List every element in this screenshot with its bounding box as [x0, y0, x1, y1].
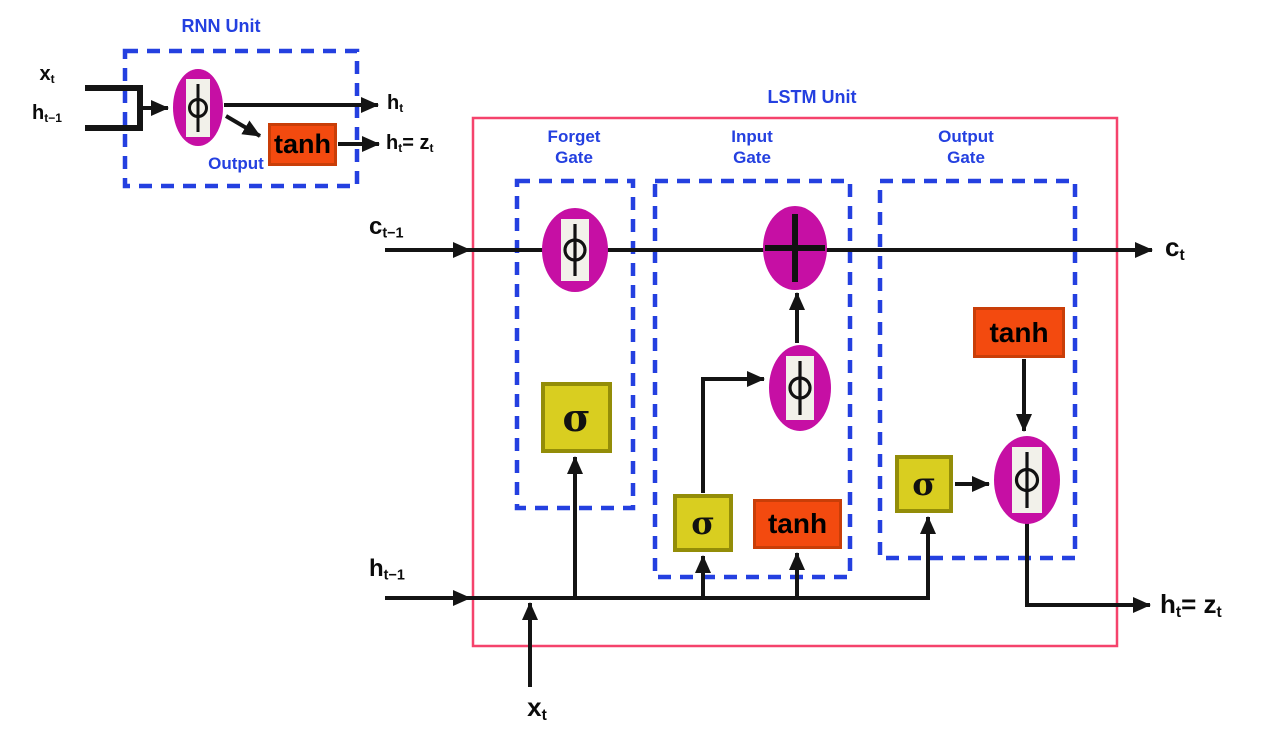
phi-icon: [561, 219, 589, 281]
output-phi-node: [994, 436, 1060, 524]
h-line: [466, 516, 936, 600]
h-output-arrow: [1025, 522, 1151, 613]
rnn-unit-title: RNN Unit: [181, 16, 261, 36]
forget-gate-label: Forget Gate: [547, 127, 601, 168]
phi-icon: [186, 78, 210, 137]
input-phi-node: [769, 345, 831, 431]
h-prev-label: ht−1: [369, 555, 405, 584]
rnn-h-prev-label: ht−1: [32, 102, 62, 125]
tanh-label: tanh: [274, 129, 331, 159]
rnn-unit-dashed-box: [122, 48, 360, 189]
rnn-tanh-node: tanh: [268, 123, 337, 166]
c-prev-label: ct−1: [369, 213, 404, 242]
sigma-label: σ: [912, 465, 936, 503]
rnn-hz-output-label: ht= zt: [386, 132, 434, 155]
input-sigma-to-phi-elbow: [701, 371, 765, 493]
rnn-x-input-label: xt: [39, 63, 55, 86]
rnn-phi-to-tanh-arrow: [224, 114, 262, 138]
output-sigma-node: σ: [895, 455, 953, 513]
rnn-phi-node: [173, 69, 223, 146]
add-node: [763, 206, 827, 290]
input-sigma-node: σ: [673, 494, 733, 552]
phi-icon: [786, 356, 814, 420]
tanh-label: tanh: [989, 316, 1049, 348]
lstm-unit-title: LSTM Unit: [767, 87, 857, 107]
rnn-output-label: Output: [208, 154, 264, 173]
tanh-label: tanh: [767, 508, 828, 539]
sigma-label: σ: [562, 395, 591, 440]
input-tanh-node: tanh: [753, 499, 842, 549]
output-tanh-node: tanh: [973, 307, 1065, 358]
x-input-label: xt: [527, 692, 547, 724]
input-gate-label: Input Gate: [731, 127, 773, 168]
output-gate-dashed-box: [877, 178, 1078, 561]
rnn-h-output-label: ht: [387, 92, 404, 115]
h-output-label: ht= zt: [1160, 589, 1222, 621]
input-gate-dashed-box: [652, 178, 853, 580]
sigma-label: σ: [691, 504, 715, 542]
forget-phi-node: [542, 208, 608, 292]
output-gate-label: Output Gate: [938, 127, 994, 168]
forget-sigma-node: σ: [541, 382, 612, 453]
rnn-input-bracket: [85, 85, 143, 131]
plus-icon: [765, 214, 825, 282]
lstm-unit-box: [471, 116, 1119, 648]
phi-icon: [1012, 447, 1042, 513]
c-output-label: ct: [1165, 232, 1185, 264]
